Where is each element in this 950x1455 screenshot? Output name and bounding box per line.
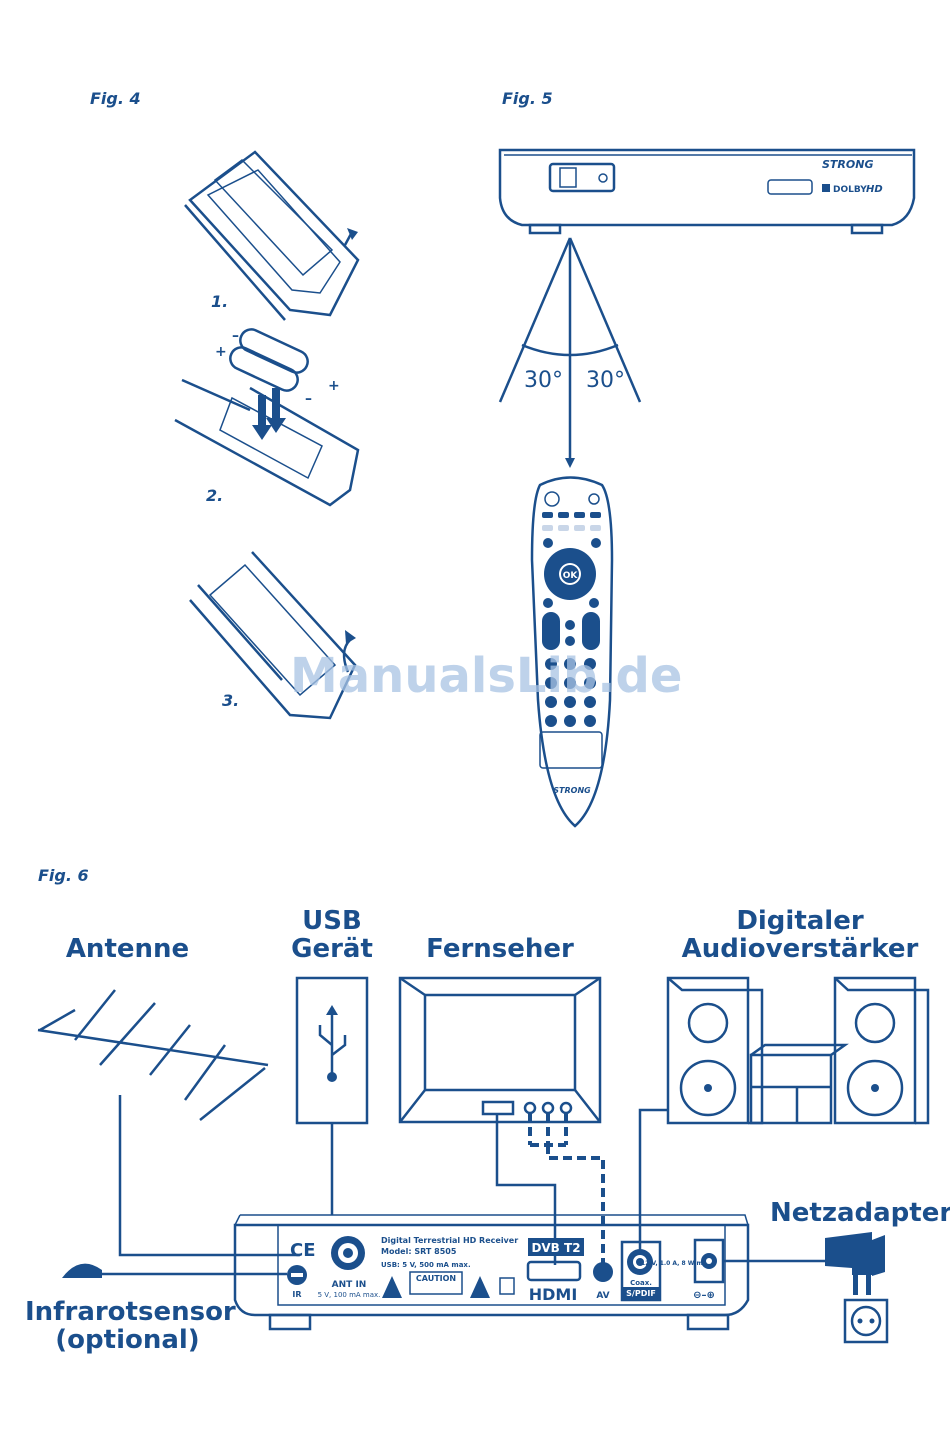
remote-number-keys (545, 658, 596, 727)
ir-sensor-illustration (62, 1263, 287, 1278)
fig4-label: Fig. 4 (90, 89, 141, 108)
fig4-step3-remote (189, 551, 357, 720)
step-2-label: 2. (206, 486, 224, 505)
adapter-label: Netzadapter (770, 1198, 950, 1228)
fig5-ir-angle: 30° 30° (498, 237, 642, 468)
fig5-label: Fig. 5 (502, 89, 553, 108)
remote-brand: STRONG (553, 786, 591, 795)
ir-sensor-label: Infrarotsensor (optional) (25, 1297, 236, 1355)
fig4-step2-remote: + – + – (174, 328, 360, 507)
audio-amplifier-illustration (638, 976, 930, 1262)
ce-mark: CE (290, 1240, 316, 1261)
svg-text:+: + (328, 378, 340, 394)
receiver-rear-illustration: CE ANT IN 5 V, 100 mA max. IR Digital Te… (233, 1214, 750, 1331)
amplifier-label: Digitaler Audioverstärker (681, 906, 919, 964)
step-1-label: 1. (211, 292, 229, 311)
antenna-label: Antenne (65, 934, 190, 964)
svg-text:–: – (305, 391, 312, 407)
fig5-receiver-front: DOLBY HD STRONG (498, 148, 916, 235)
hdmi-logo: HDMI (529, 1285, 578, 1304)
fig6-label: Fig. 6 (38, 866, 89, 885)
fig4-step1-remote (184, 150, 360, 321)
receiver-brand: STRONG (822, 158, 873, 171)
dvb-t2-logo: DVB T2 (531, 1241, 580, 1255)
power-adapter-illustration (723, 1232, 889, 1344)
receiver-model: Model: SRT 8505 (381, 1247, 457, 1256)
av-port-label: AV (596, 1291, 609, 1301)
tv-illustration (398, 976, 605, 1265)
ant-spec-label: 5 V, 100 mA max. (318, 1291, 381, 1299)
receiver-title: Digital Terrestrial HD Receiver (381, 1236, 518, 1245)
watermark: ManualsLib.de (290, 648, 683, 704)
ir-port-label: IR (292, 1290, 301, 1299)
fig5-remote: OK STRONG (530, 476, 614, 828)
power-spec-label: 12 V, 1.0 A, 8 W max. (641, 1260, 713, 1267)
remote-ok: OK (563, 571, 579, 581)
spdif-label: S/PDIF (626, 1289, 656, 1298)
tv-label: Fernseher (426, 934, 574, 964)
usb-device-illustration (295, 976, 369, 1215)
coax-label: Coax. (630, 1279, 652, 1287)
hd-label: HD (866, 184, 883, 195)
step-3-label: 3. (222, 691, 240, 710)
antenna-illustration (37, 989, 300, 1257)
caution-label: CAUTION (416, 1274, 456, 1283)
svg-text:–: – (232, 328, 239, 344)
angle-right: 30° (586, 368, 625, 393)
polarity-symbol: ⊖–⊕ (693, 1290, 715, 1301)
dolby-label: DOLBY (833, 185, 867, 195)
angle-left: 30° (524, 368, 563, 393)
svg-text:+: + (215, 344, 227, 360)
ant-in-label: ANT IN (332, 1280, 367, 1290)
usb-device-label: USB Gerät (291, 906, 373, 964)
receiver-usb-spec: USB: 5 V, 500 mA max. (381, 1261, 471, 1269)
